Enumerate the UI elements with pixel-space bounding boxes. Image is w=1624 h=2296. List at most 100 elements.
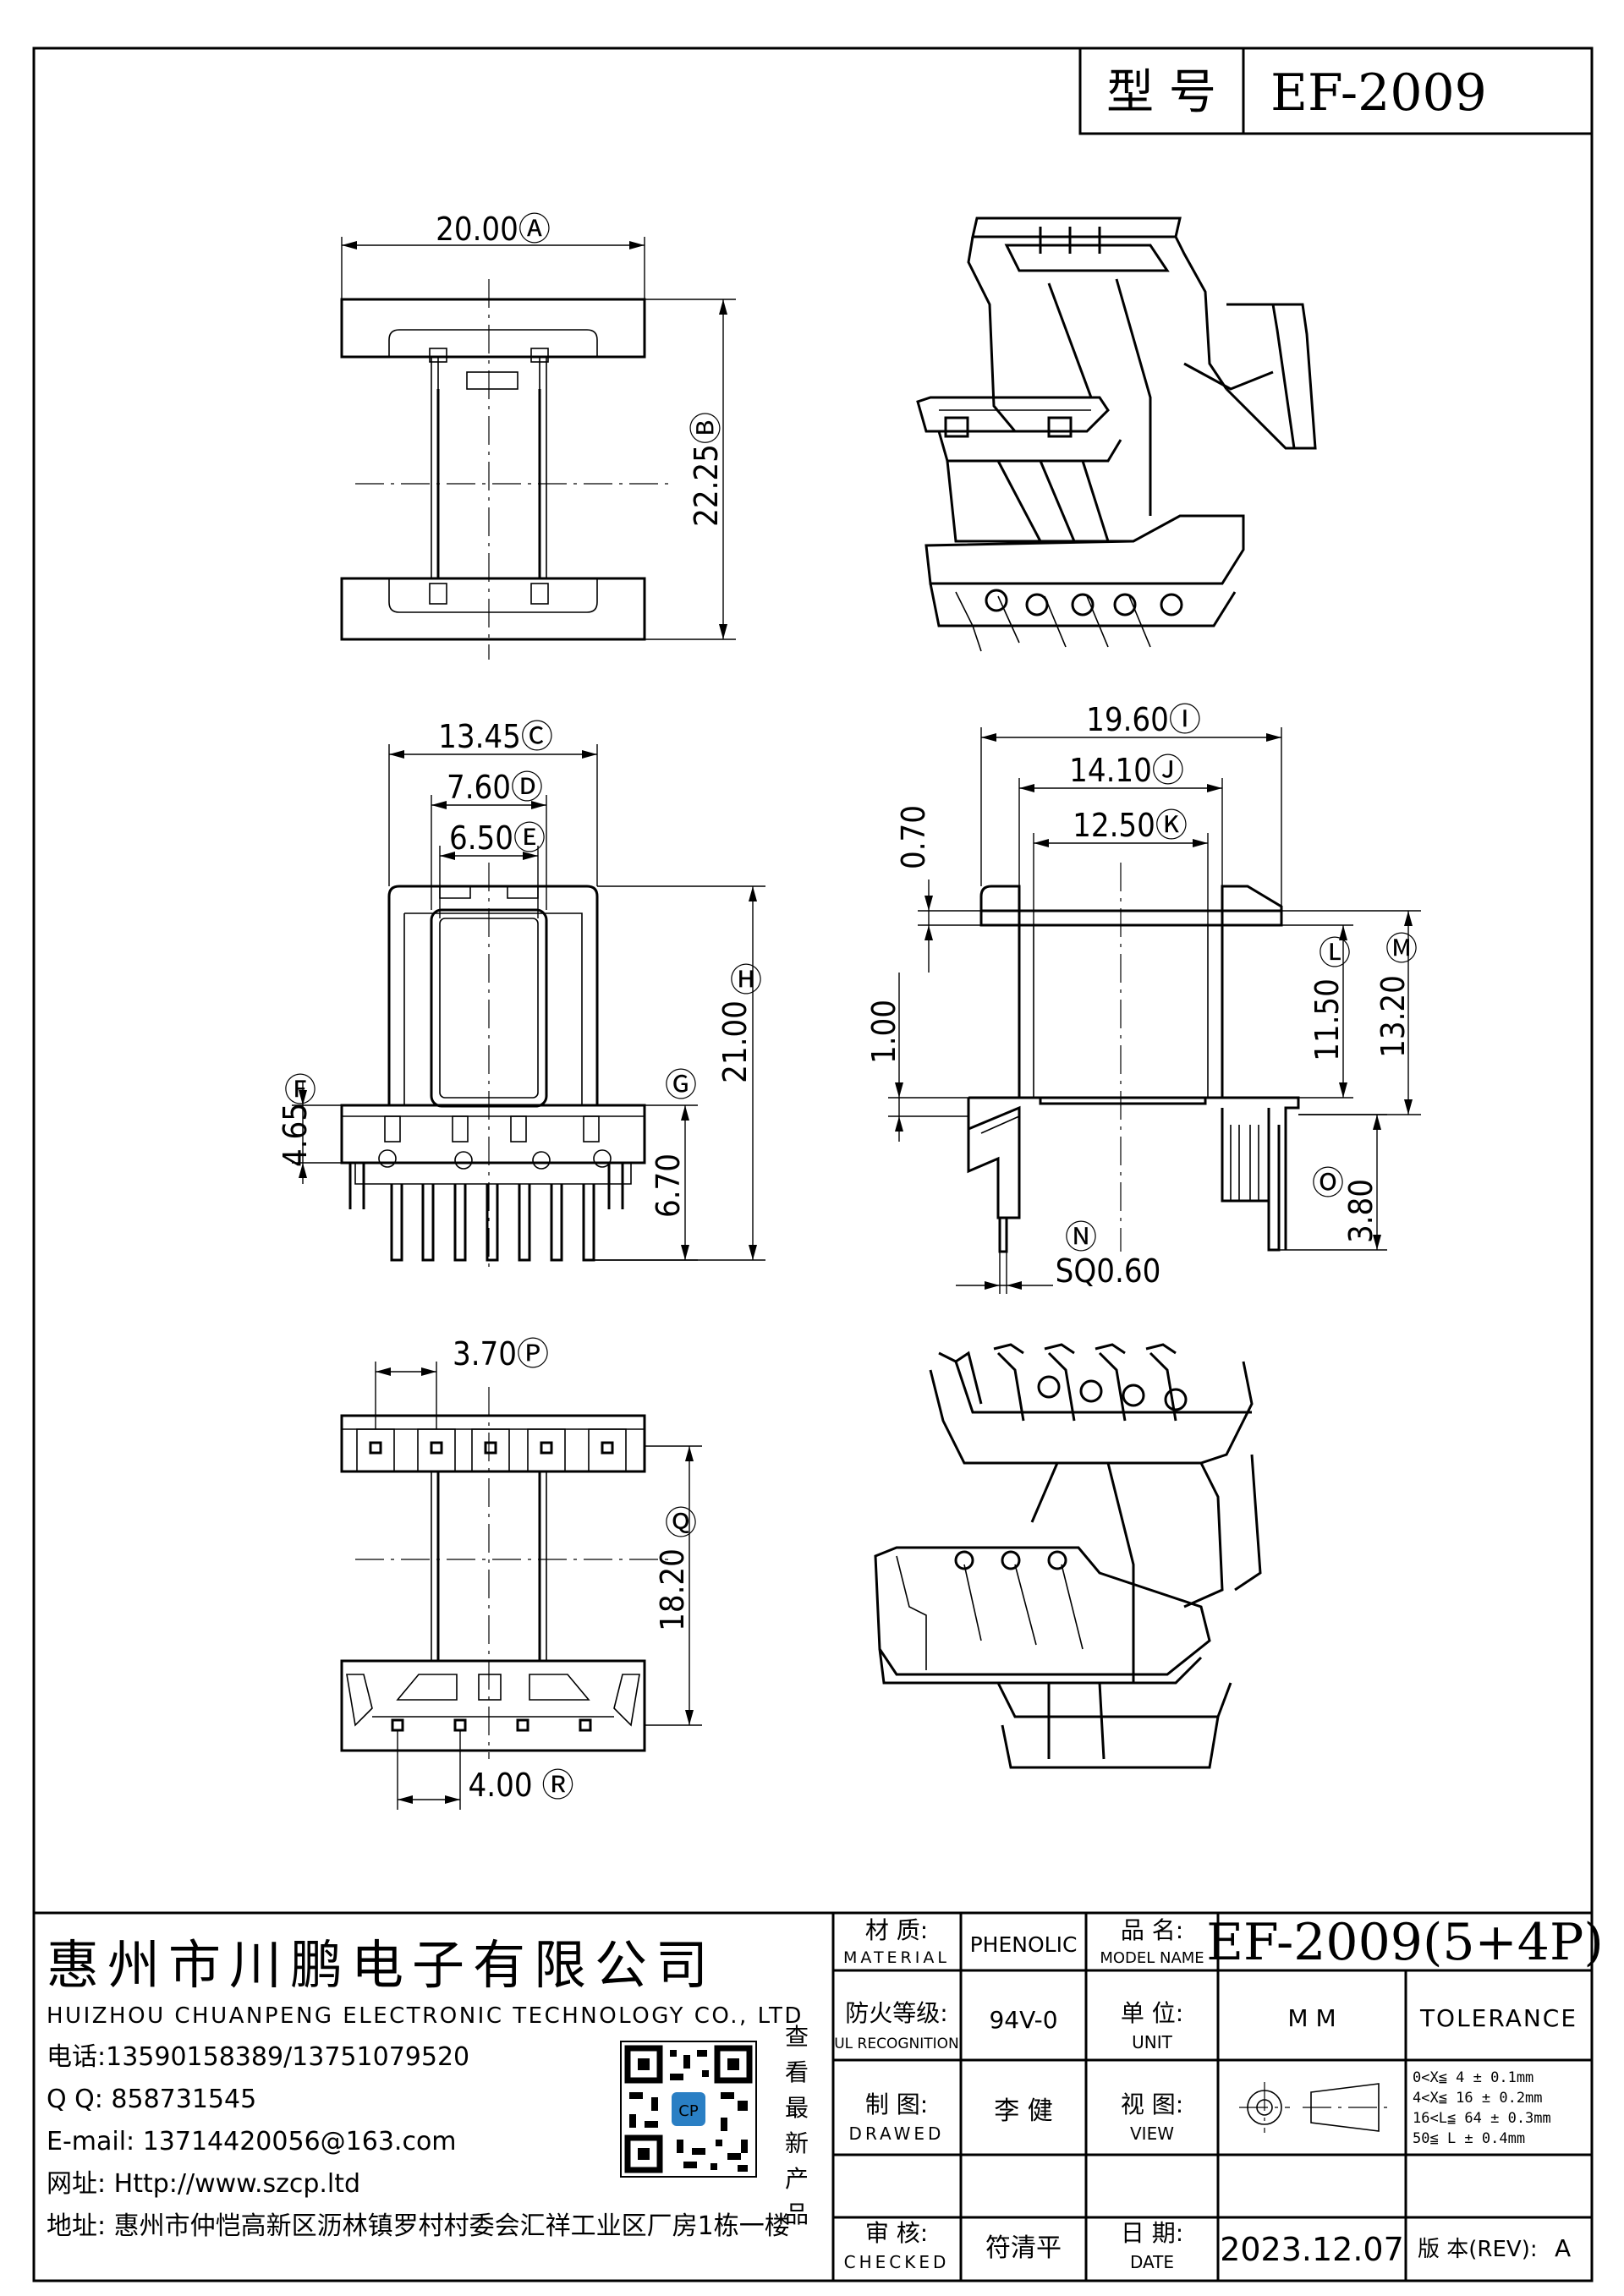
dim-b-label: 22.25Ⓑ bbox=[688, 412, 725, 527]
dim-m-value: 13.20 bbox=[1374, 975, 1412, 1058]
dim-l: Ⓛ 11.50 bbox=[1281, 924, 1353, 1099]
ul-label-cn: 防火等级: bbox=[845, 1999, 947, 2027]
tolerance-row-1: 0<X≦ 4 ± 0.1mm bbox=[1413, 2069, 1533, 2086]
dim-a-label: 20.00Ⓐ bbox=[436, 211, 551, 248]
rev-value: A bbox=[1555, 2234, 1571, 2262]
tolerance-row-3: 16<L≦ 64 ± 0.3mm bbox=[1413, 2110, 1551, 2127]
dim-d: 7.60Ⓓ bbox=[431, 769, 547, 910]
dim-h-mark: Ⓗ bbox=[730, 962, 762, 999]
qr-caption-4: 新 bbox=[785, 2129, 809, 2157]
company-email: E-mail: 13714420056@163.com bbox=[47, 2127, 457, 2156]
dim-p: 3.70Ⓟ bbox=[375, 1335, 549, 1429]
isometric-view-top bbox=[916, 216, 1317, 652]
company-phone: 电话:13590158389/13751079520 bbox=[47, 2042, 469, 2072]
checked-value: 符清平 bbox=[985, 2233, 1062, 2263]
dim-100: 1.00 bbox=[865, 973, 968, 1142]
qr-badge-text: CP bbox=[678, 2102, 699, 2120]
dim-070: 0.70 bbox=[895, 805, 981, 973]
dim-d-label: 7.60Ⓓ bbox=[447, 769, 543, 806]
tolerance-row-2: 4<X≦ 16 ± 0.2mm bbox=[1413, 2090, 1543, 2107]
dim-q-value: 18.20 bbox=[654, 1548, 691, 1631]
dim-g-mark: Ⓖ bbox=[665, 1066, 697, 1104]
dim-i: 19.60Ⓘ bbox=[980, 701, 1282, 907]
dim-m: Ⓜ 13.20 bbox=[1281, 910, 1421, 1115]
top-view bbox=[340, 279, 668, 660]
drawn-value: 李 健 bbox=[994, 2096, 1053, 2126]
qr-code-icon: CP bbox=[620, 2041, 757, 2178]
sheet-border bbox=[32, 47, 1594, 2282]
dim-r-label: 4.00 Ⓡ bbox=[469, 1767, 574, 1804]
dim-q: 18.20 Ⓠ bbox=[645, 1445, 702, 1726]
dim-l-value: 11.50 bbox=[1309, 978, 1346, 1061]
model-name-value: EF-2009(5+4P) bbox=[1206, 1913, 1604, 1972]
dim-100-label: 1.00 bbox=[865, 1000, 903, 1064]
dim-n-value: SQ0.60 bbox=[1056, 1252, 1161, 1290]
dim-070-label: 0.70 bbox=[895, 805, 932, 869]
material-value: PHENOLIC bbox=[970, 1932, 1078, 1957]
dim-k-label: 12.50Ⓚ bbox=[1073, 807, 1188, 844]
drawn-label-en: DRAWED bbox=[849, 2123, 945, 2144]
dim-g: Ⓖ 6.70 bbox=[594, 1066, 698, 1261]
dim-q-mark: Ⓠ bbox=[665, 1504, 697, 1542]
material-label-cn: 材 质: bbox=[865, 1916, 928, 1944]
date-value: 2023.12.07 bbox=[1220, 2231, 1404, 2268]
company-qq: Q Q: 858731545 bbox=[47, 2085, 256, 2114]
company-name-en: HUIZHOU CHUANPENG ELECTRONIC TECHNOLOGY … bbox=[47, 2003, 804, 2029]
unit-value: M M bbox=[1287, 2004, 1336, 2032]
dim-h: Ⓗ 21.00 bbox=[594, 885, 765, 1261]
model-name-label-cn: 品 名: bbox=[1121, 1916, 1183, 1944]
dim-h-value: 21.00 bbox=[716, 1000, 754, 1083]
drawn-label-cn: 制 图: bbox=[865, 2091, 928, 2118]
dim-f-value: 4.65 bbox=[277, 1103, 314, 1167]
dim-n-mark: Ⓝ bbox=[1065, 1219, 1097, 1256]
ul-value: 94V-0 bbox=[989, 2006, 1057, 2034]
dim-j: 14.10Ⓙ bbox=[1018, 752, 1223, 911]
title-block bbox=[34, 1911, 1592, 2281]
qr-caption-2: 看 bbox=[785, 2058, 809, 2086]
company-name-cn: 惠州市川鹏电子有限公司 bbox=[47, 1934, 716, 1996]
material-label-en: MATERIAL bbox=[843, 1948, 950, 1967]
dim-n: Ⓝ SQ0.60 bbox=[956, 1219, 1160, 1294]
front-view bbox=[340, 863, 646, 1269]
isometric-view-bottom bbox=[874, 1343, 1262, 1769]
checked-label-cn: 审 核: bbox=[865, 2219, 928, 2247]
dim-k: 12.50Ⓚ bbox=[1033, 807, 1209, 925]
model-name-label-en: MODEL NAME bbox=[1100, 1949, 1204, 1967]
rev-label: 版 本(REV): bbox=[1418, 2237, 1538, 2262]
model-header-box bbox=[1078, 48, 1592, 135]
checked-label-en: CHECKED bbox=[844, 2252, 950, 2272]
qr-caption: 查 看 最 新 产 品 bbox=[785, 2023, 809, 2228]
date-label-en: DATE bbox=[1130, 2252, 1174, 2272]
dim-o-mark: Ⓞ bbox=[1312, 1164, 1344, 1202]
qr-caption-1: 查 bbox=[785, 2023, 809, 2051]
view-label-cn: 视 图: bbox=[1121, 2091, 1183, 2118]
unit-label-en: UNIT bbox=[1132, 2032, 1172, 2052]
company-address: 地址: 惠州市仲恺高新区沥林镇罗村村委会汇祥工业区厂房1栋一楼 bbox=[47, 2211, 790, 2241]
model-label: 型 号 bbox=[1106, 65, 1216, 120]
dim-e: 6.50Ⓔ bbox=[439, 819, 546, 918]
tolerance-label: TOLERANCE bbox=[1419, 2004, 1577, 2032]
side-view bbox=[967, 863, 1300, 1253]
dim-r: 4.00 Ⓡ bbox=[397, 1730, 574, 1810]
dim-l-mark: Ⓛ bbox=[1319, 934, 1351, 972]
projection-symbol-icon bbox=[1239, 2082, 1387, 2133]
qr-caption-6: 品 bbox=[785, 2200, 809, 2228]
dim-c-label: 13.45Ⓒ bbox=[438, 718, 553, 755]
qr-caption-5: 产 bbox=[785, 2165, 809, 2193]
dim-c: 13.45Ⓒ bbox=[388, 718, 598, 886]
dim-e-label: 6.50Ⓔ bbox=[449, 819, 546, 857]
dim-j-label: 14.10Ⓙ bbox=[1069, 752, 1184, 789]
date-label-cn: 日 期: bbox=[1121, 2219, 1183, 2247]
dim-i-label: 19.60Ⓘ bbox=[1086, 701, 1201, 738]
dim-o: Ⓞ 3.80 bbox=[1279, 1114, 1387, 1251]
dim-f: 4.65 Ⓕ bbox=[277, 1071, 342, 1184]
tolerance-row-4: 50≦ L ± 0.4mm bbox=[1413, 2130, 1525, 2147]
dim-p-label: 3.70Ⓟ bbox=[453, 1335, 549, 1373]
view-label-en: VIEW bbox=[1130, 2123, 1174, 2144]
dim-f-mark: Ⓕ bbox=[284, 1071, 316, 1109]
qr-caption-3: 最 bbox=[785, 2094, 809, 2122]
unit-label-cn: 单 位: bbox=[1121, 1999, 1183, 2027]
dim-b: 22.25Ⓑ bbox=[645, 299, 736, 640]
ul-label-en: UL RECOGNITION bbox=[834, 2036, 959, 2052]
